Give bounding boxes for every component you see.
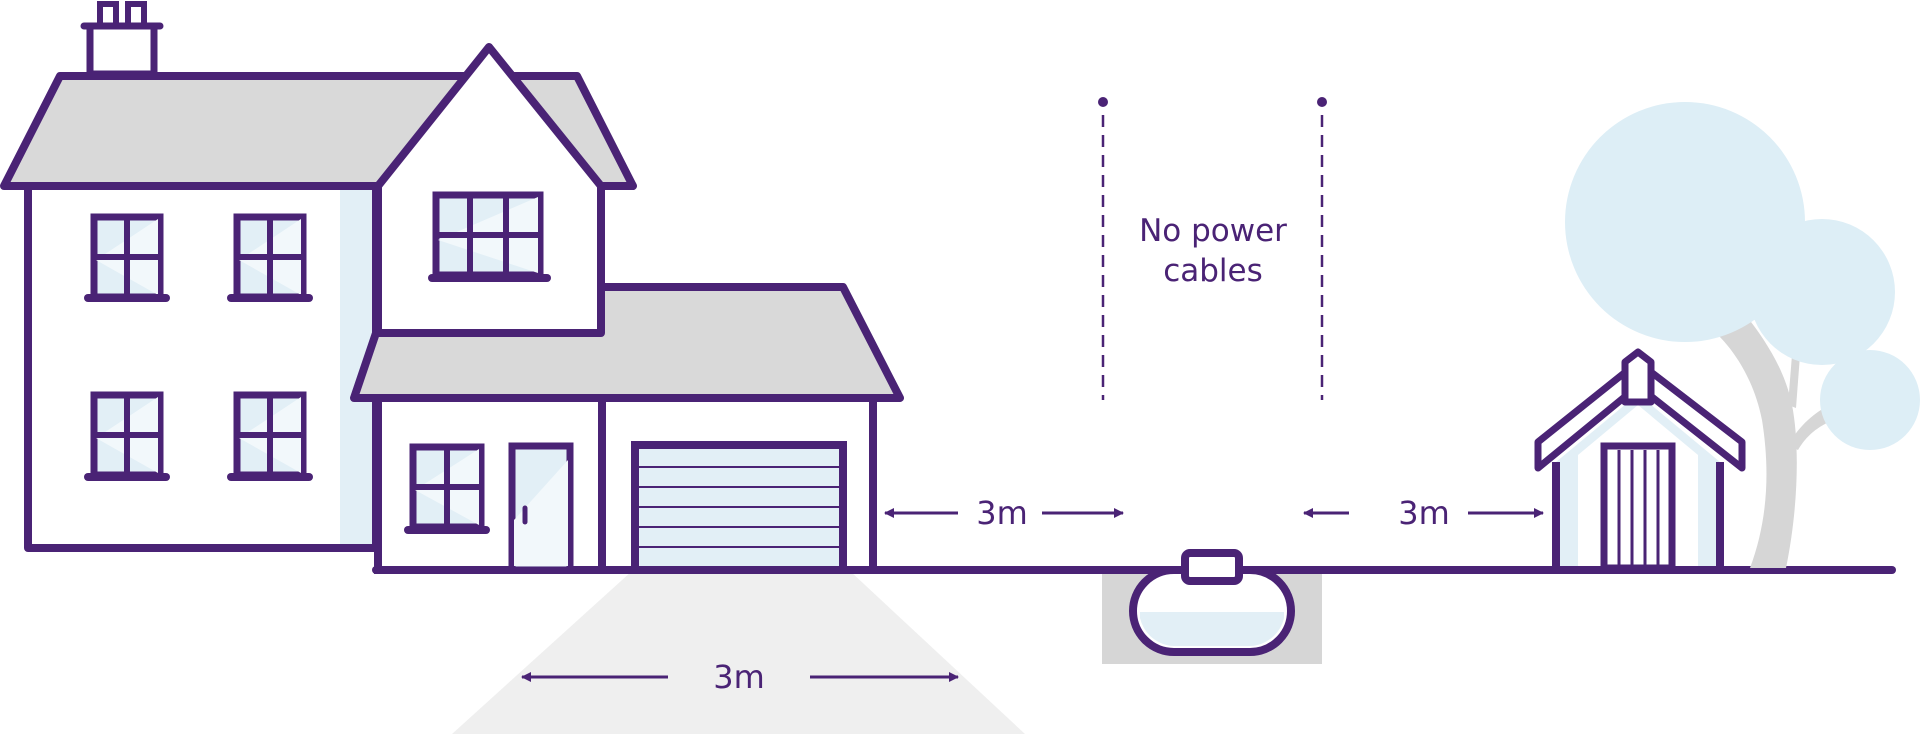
distance-label-tank-shed: 3m — [1398, 494, 1450, 532]
tree-icon — [1565, 102, 1920, 568]
no-power-cables-line2: cables — [1163, 253, 1263, 289]
distance-tank-to-shed: 3m — [1303, 494, 1544, 532]
no-power-cables-zone: No power cables — [1098, 97, 1327, 400]
driveway — [452, 571, 1025, 734]
shed-icon — [1534, 348, 1746, 572]
distance-label-driveway: 3m — [713, 658, 765, 696]
lpg-tank-icon — [1102, 549, 1322, 664]
house-icon — [0, 1, 637, 552]
distance-driveway: 3m — [521, 658, 959, 696]
no-power-cables-line1: No power — [1139, 213, 1287, 249]
distance-label-house-tank: 3m — [976, 494, 1028, 532]
distance-house-to-tank: 3m — [884, 494, 1124, 532]
garage-icon — [350, 283, 904, 574]
